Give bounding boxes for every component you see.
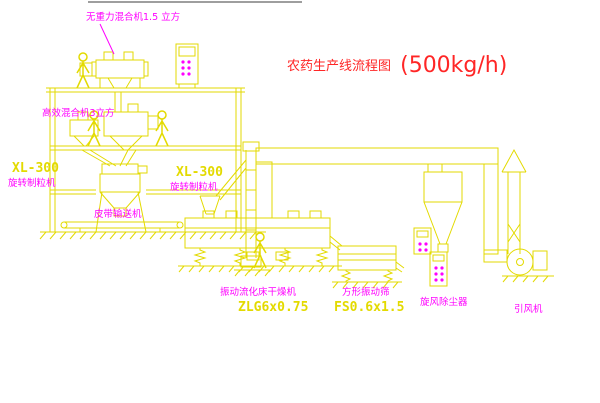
ground-hatching [178,265,335,273]
label-dryer-name: 振动流化床干燥机 [220,286,297,298]
label-cyclone-name: 旋风除尘器 [420,296,468,308]
label-dryer-model: ZLG6x0.75 [238,300,308,315]
feed-hopper [199,195,221,215]
ground-hatching [39,231,257,240]
worker-figure [155,110,169,147]
spring [382,270,394,282]
spring [315,248,329,266]
gravity-mixer [79,51,149,89]
diagram-title-text: 农药生产线流程图 [287,59,391,74]
high-efficiency-mixer [103,103,159,151]
ground-hatching [502,275,549,283]
label-sieve-name: 方形振动筛 [342,286,390,298]
worker-figure [253,232,267,269]
exhaust-duct [255,147,508,263]
control-cabinet-top [175,43,199,88]
cyclone-separator [423,163,463,253]
square-vibrating-sieve [329,235,405,289]
spring [340,270,352,282]
ground-hatching [332,281,399,289]
gravity-mixer-leader-line [99,23,115,55]
spring [278,248,292,266]
control-cabinet-cyclone-2 [429,251,448,287]
label-high-efficiency-mixer: 高效混合机3立方 [42,107,115,119]
building-frame [39,87,266,240]
rotary-granulator [95,163,148,233]
label-granulator-right-name: 旋转制粒机 [170,181,218,193]
label-sieve-model: FS0.6x1.5 [334,300,404,315]
drop-pipe [114,92,122,112]
label-granulator-right-model: XL-300 [176,165,223,180]
diagram-title: 农药生产线流程图 (500kg/h) [287,53,507,78]
y-chute [81,149,137,167]
label-gravity-mixer: 无重力混合机1.5 立方 [86,11,180,23]
spring [233,248,247,266]
label-granulator-left-name: 旋转制粒机 [8,177,56,189]
worker-figure [76,52,90,89]
induced-draft-fan [502,248,554,283]
fluid-bed-dryer [178,210,342,273]
label-belt-conveyor: 皮带输送机 [94,208,142,220]
label-granulator-left-model: XL-300 [12,161,59,176]
exhaust-stack [501,148,527,254]
label-fan-name: 引风机 [514,303,543,315]
belt-conveyor [60,221,184,232]
control-cabinet-cyclone-1 [413,227,432,255]
diagram-title-capacity: (500kg/h) [400,53,507,78]
spring [193,248,207,266]
